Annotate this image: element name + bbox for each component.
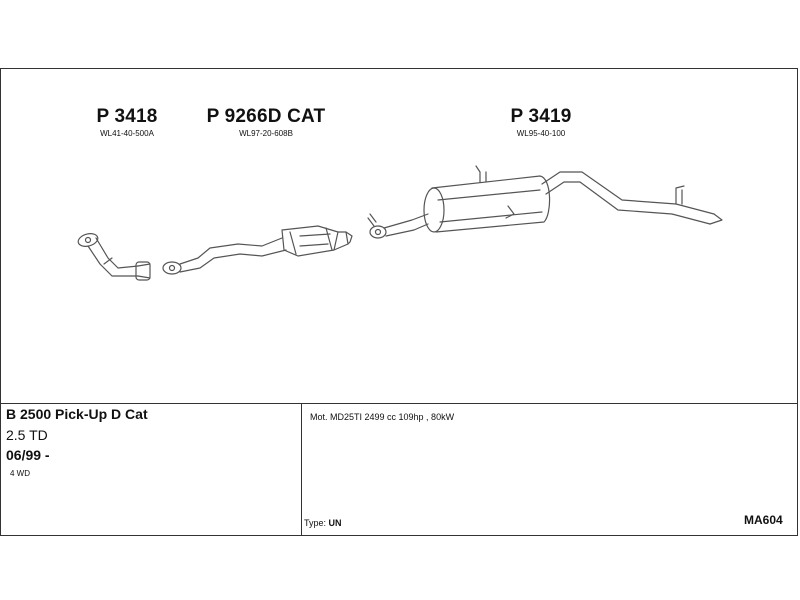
- catalog-reference: MA604: [744, 513, 783, 527]
- vehicle-model: B 2500 Pick-Up D Cat: [6, 406, 148, 422]
- part-oem-code: WL97-20-608B: [239, 129, 293, 138]
- engine-details: Mot. MD25TI 2499 cc 109hp , 80kW: [310, 412, 455, 422]
- column-divider: [301, 403, 302, 536]
- catalyst-pipe-part: [162, 225, 353, 275]
- part-label-catalyst: P 9266D CAT WL97-20-608B: [196, 106, 336, 138]
- type-label: Type:: [304, 518, 327, 528]
- type-line: Type: UN: [304, 518, 342, 528]
- vehicle-date: 06/99 -: [6, 447, 50, 463]
- part-number: P 3419: [510, 106, 572, 127]
- part-label-front-pipe: P 3418 WL41-40-500A: [82, 106, 172, 138]
- part-number: P 9266D CAT: [206, 106, 326, 127]
- part-oem-code: WL41-40-500A: [100, 129, 154, 138]
- vehicle-engine: 2.5 TD: [6, 427, 48, 443]
- vehicle-drive: 4 WD: [10, 469, 30, 478]
- type-value: UN: [328, 518, 342, 528]
- front-pipe-part: [77, 233, 151, 281]
- diagram-frame: [0, 68, 798, 536]
- part-number: P 3418: [96, 106, 158, 127]
- section-divider: [1, 403, 797, 404]
- part-oem-code: WL95-40-100: [516, 129, 566, 138]
- part-label-rear-silencer: P 3419 WL95-40-100: [496, 106, 586, 138]
- rear-silencer-part: [367, 165, 723, 239]
